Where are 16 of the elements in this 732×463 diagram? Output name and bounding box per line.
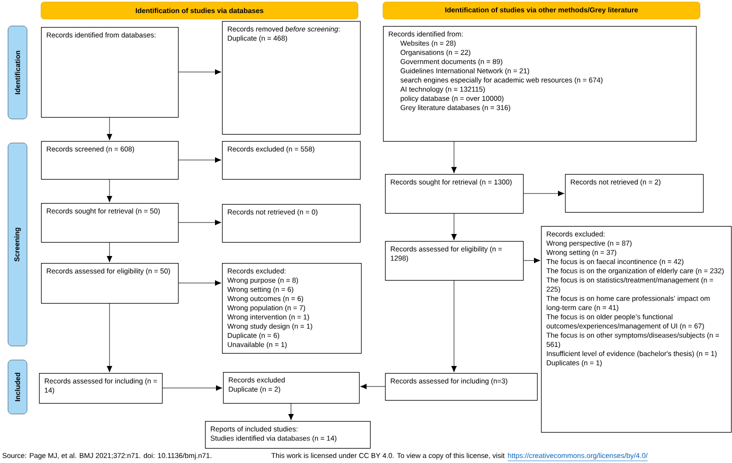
arrow xyxy=(451,141,457,174)
arrow xyxy=(106,242,112,262)
arrow xyxy=(451,213,457,240)
arrow xyxy=(106,117,112,140)
arrow xyxy=(178,157,222,163)
arrow xyxy=(523,190,564,196)
arrow xyxy=(360,384,386,390)
arrow xyxy=(178,220,222,226)
arrow xyxy=(523,258,540,264)
arrow xyxy=(106,179,112,202)
arrow xyxy=(288,403,294,420)
arrow xyxy=(162,385,222,391)
arrow xyxy=(451,280,457,372)
arrow xyxy=(178,280,222,286)
arrow xyxy=(178,69,222,75)
arrow xyxy=(106,303,112,372)
